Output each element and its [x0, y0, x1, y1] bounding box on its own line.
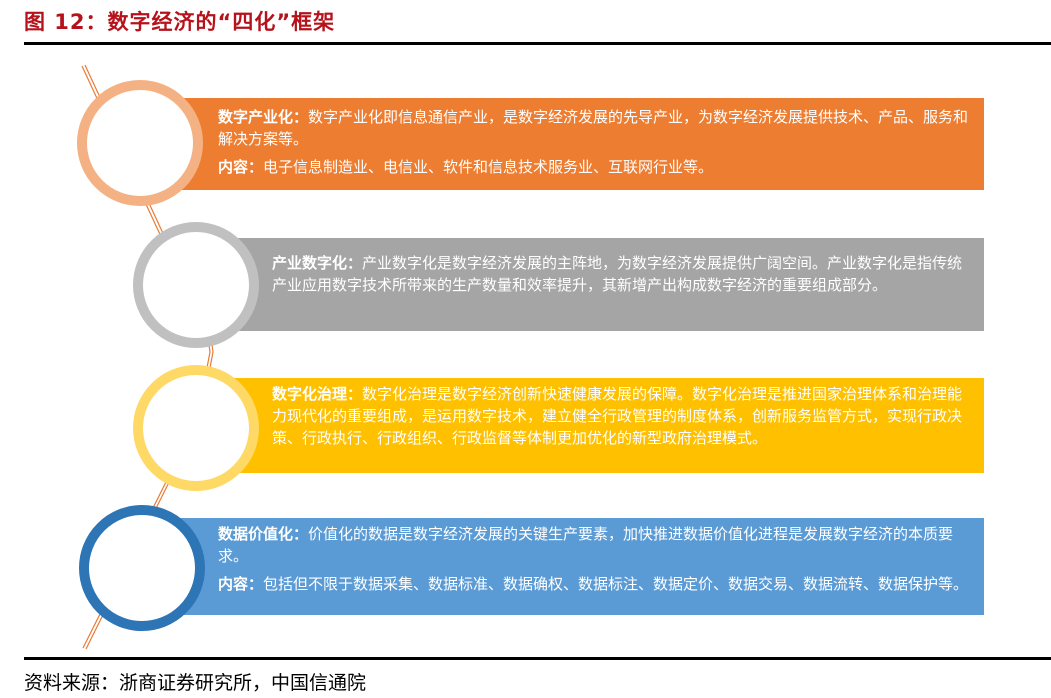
item-label: 产业数字化：: [272, 254, 363, 272]
item-label: 数字产业化：: [218, 108, 309, 126]
item-text: 数字化治理是数字经济创新快速健康发展的保障。数字化治理是推进国家治理体系和治理能…: [272, 385, 963, 447]
item-label: 数字化治理：: [272, 385, 363, 403]
item-text: 产业数字化是数字经济发展的主阵地，为数字经济发展提供广阔空间。产业数字化是指传统…: [272, 254, 963, 294]
content-text: 电子信息制造业、电信业、软件和信息技术服务业、互联网行业等。: [263, 158, 714, 176]
ring-icon-yellow: [133, 365, 259, 491]
item-digital-governance: 数字化治理：数字化治理是数字经济创新快速健康发展的保障。数字化治理是推进国家治理…: [232, 378, 984, 473]
content-label: 内容：: [218, 158, 264, 176]
bottom-divider: [24, 657, 1051, 660]
item-label: 数据价值化：: [218, 525, 309, 543]
item-industrial-digitalization: 产业数字化：产业数字化是数字经济发展的主阵地，为数字经济发展提供广阔空间。产业数…: [232, 238, 984, 331]
content-text: 包括但不限于数据采集、数据标准、数据确权、数据标注、数据定价、数据交易、数据流转…: [263, 575, 969, 593]
content-label: 内容：: [218, 575, 264, 593]
ring-icon-gray: [133, 222, 259, 348]
figure-title: 图 12：数字经济的“四化”框架: [24, 10, 336, 34]
item-text: 价值化的数据是数字经济发展的关键生产要素，加快推进数据价值化进程是发展数字经济的…: [218, 525, 954, 565]
item-text: 数字产业化即信息通信产业，是数字经济发展的先导产业，为数字经济发展提供技术、产品…: [218, 108, 969, 148]
item-digital-industrialization: 数字产业化：数字产业化即信息通信产业，是数字经济发展的先导产业，为数字经济发展提…: [177, 98, 984, 190]
ring-icon-orange: [77, 80, 203, 206]
item-data-valorization: 数据价值化：价值化的数据是数字经济发展的关键生产要素，加快推进数据价值化进程是发…: [177, 518, 984, 615]
top-divider: [24, 42, 1051, 45]
ring-icon-blue: [79, 505, 205, 631]
source-note: 资料来源：浙商证券研究所，中国信通院: [24, 672, 367, 694]
